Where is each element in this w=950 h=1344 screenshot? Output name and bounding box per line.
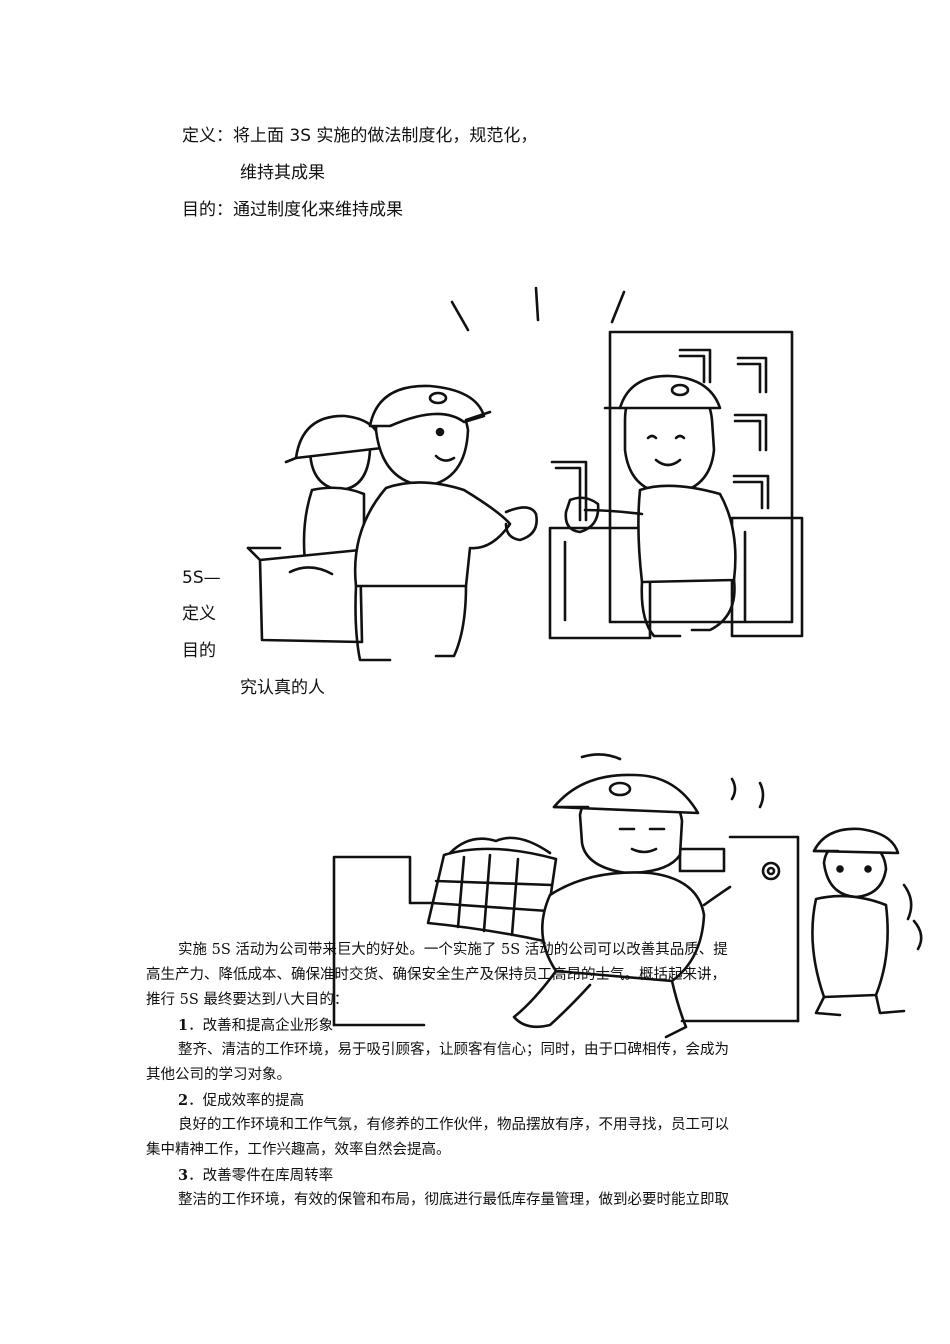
item-2-text-line-2: 集中精神工作，工作兴趣高，效率自然会提高。 (146, 1142, 451, 1158)
item-1-number: 1 (178, 1017, 189, 1034)
definition-continuation: 维持其成果 (240, 163, 325, 183)
purpose-line: 目的：通过制度化来维持成果 (182, 200, 403, 220)
worker-carrying-crate-illustration (332, 753, 923, 1039)
item-2-number: 2 (178, 1092, 189, 1109)
item-3-number: 3 (178, 1167, 189, 1184)
item-3-heading: 3．改善零件在库周转率 (178, 1163, 333, 1189)
workers-tool-board-illustration (246, 286, 804, 662)
purpose-fragment: 目的 (182, 641, 216, 661)
item-1-text-line-2: 其他公司的学习对象。 (146, 1067, 291, 1083)
item-2-text-line-1: 良好的工作环境和工作气氛，有修养的工作伙伴，物品摆放有序，不用寻找，员工可以 (178, 1117, 729, 1133)
item-1-text-line-1: 整齐、清洁的工作环境，易于吸引顾客，让顾客有信心；同时，由于口碑相传，会成为 (178, 1042, 729, 1058)
item-1-heading: 1．改善和提高企业形象 (178, 1013, 333, 1039)
intro-paragraph-line-1: 实施 5S 活动为公司带来巨大的好处。一个实施了 5S 活动的公司可以改善其品质… (178, 942, 728, 958)
intro-paragraph-line-2: 高生产力、降低成本、确保准时交货、确保安全生产及保持员工高昂的士气。概括起来讲， (146, 967, 726, 983)
section-heading-fragment: 5S— (182, 568, 221, 588)
item-3-title: ．改善零件在库周转率 (188, 1168, 334, 1184)
definition-line: 定义：将上面 3S 实施的做法制度化，规范化， (182, 126, 538, 146)
item-2-title: ．促成效率的提高 (188, 1093, 305, 1109)
item-2-heading: 2．促成效率的提高 (178, 1088, 304, 1114)
intro-paragraph-line-3: 推行 5S 最终要达到八大目的： (146, 992, 349, 1008)
item-1-title: ．改善和提高企业形象 (188, 1018, 334, 1034)
item-3-text-line-1: 整洁的工作环境，有效的保管和布局，彻底进行最低库存量管理，做到必要时能立即取 (178, 1192, 729, 1208)
definition-fragment: 定义 (182, 604, 216, 624)
continuation-line: 究认真的人 (240, 678, 325, 698)
